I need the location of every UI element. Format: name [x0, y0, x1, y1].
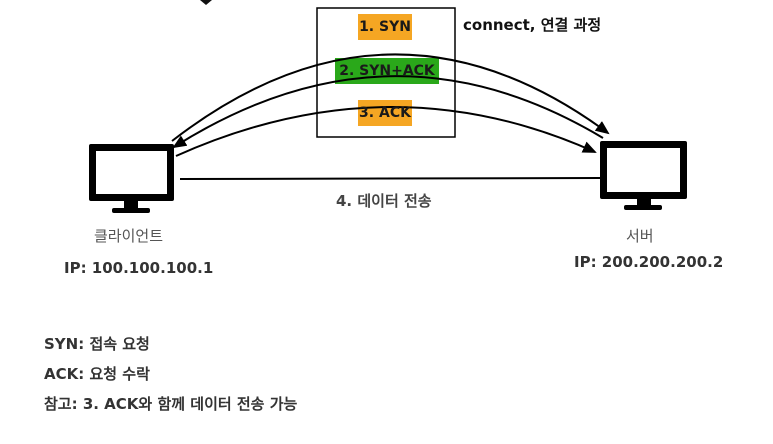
cropped-heading-glyph [200, 0, 212, 5]
server-name: 서버 [626, 227, 654, 245]
step-synack-label: 2. SYN+ACK [339, 63, 435, 79]
client-name: 클라이언트 [94, 227, 164, 245]
handshake-box [316, 7, 456, 138]
data-transfer-line [179, 177, 601, 180]
step-ack-label: 3. ACK [359, 105, 411, 121]
step-syn-label: 1. SYN [359, 19, 411, 35]
data-transfer-label: 4. 데이터 전송 [336, 192, 432, 210]
note-ack: ACK: 요청 수락 [44, 365, 150, 383]
step-ack-badge [358, 100, 412, 126]
syn-arrow [171, 53, 610, 142]
note-syn: SYN: 접속 요청 [44, 335, 150, 353]
ack-arrow [175, 106, 597, 157]
synack-arrow [172, 75, 604, 149]
client-monitor-icon [89, 144, 174, 213]
step-syn-badge [358, 14, 412, 40]
client-ip: IP: 100.100.100.1 [64, 259, 214, 277]
note-reference: 참고: 3. ACK와 함께 데이터 전송 가능 [44, 395, 298, 413]
server-ip: IP: 200.200.200.2 [574, 253, 724, 271]
diagram-caption: connect, 연결 과정 [463, 16, 602, 34]
server-monitor-icon [600, 141, 687, 210]
